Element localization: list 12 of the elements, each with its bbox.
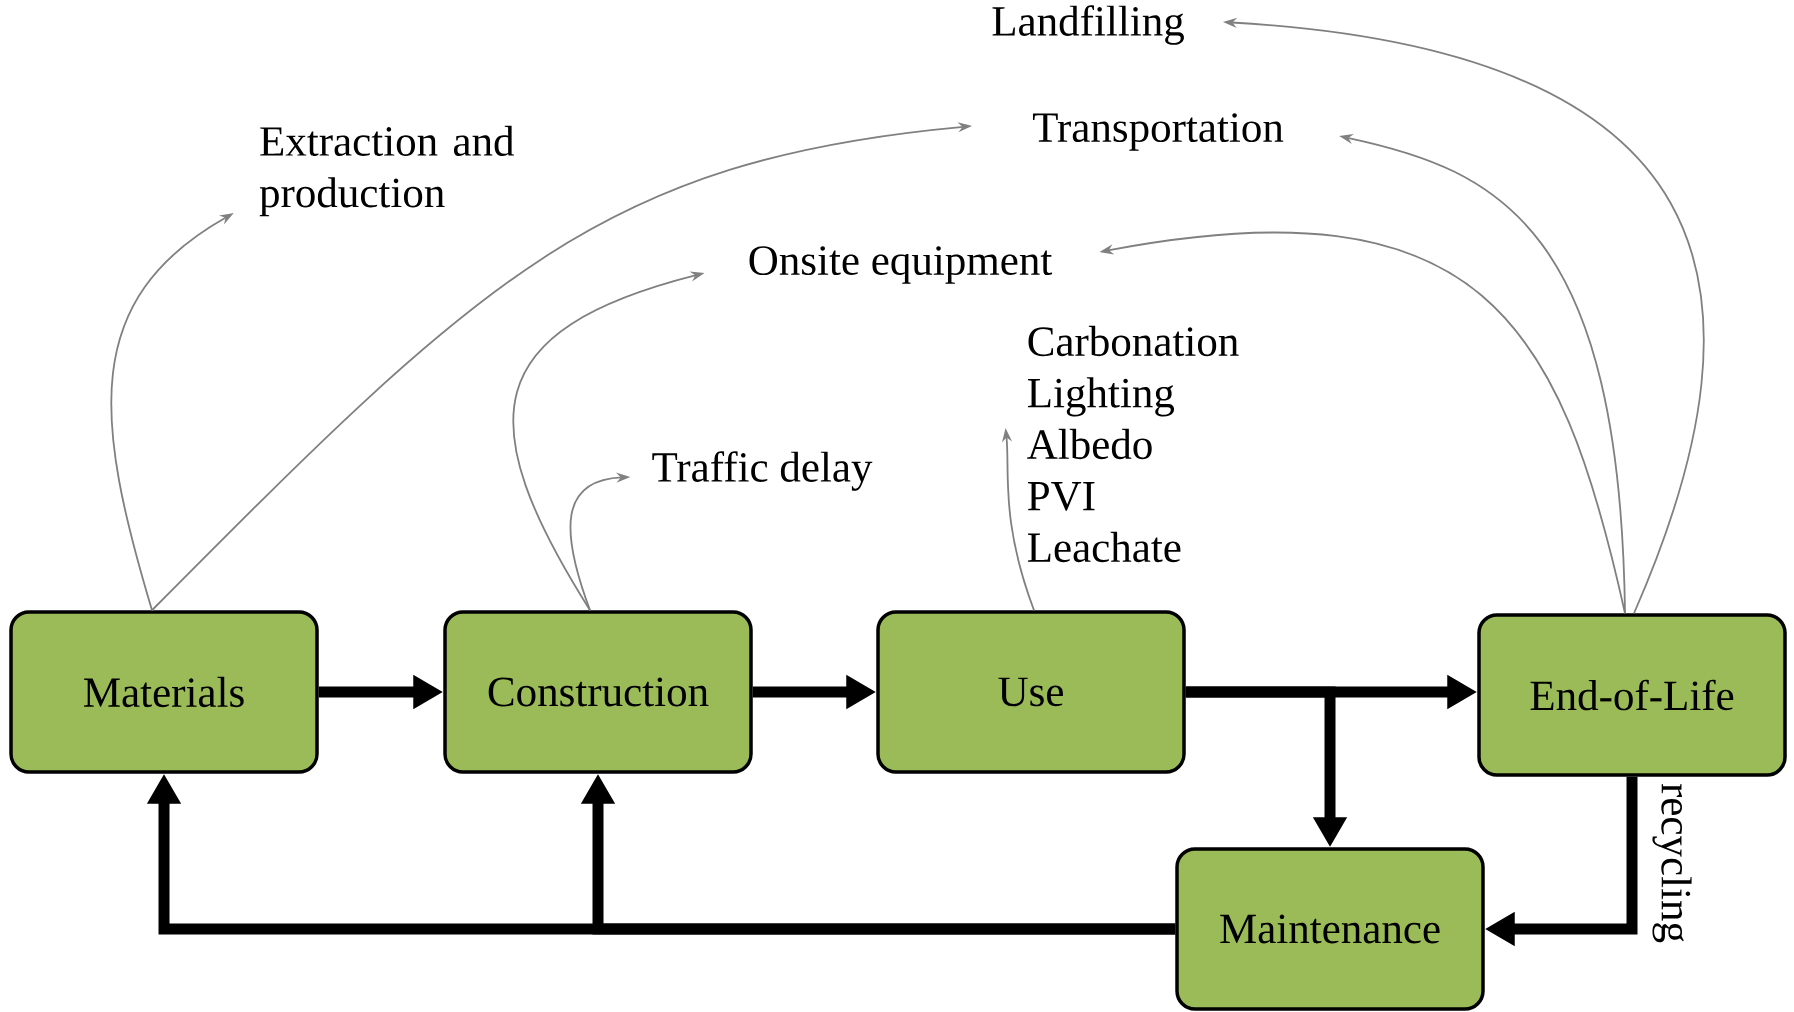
process-box: Maintenance (1175, 847, 1485, 1011)
text-label: Extraction and production (259, 125, 515, 217)
process-box: End-of-Life (1477, 613, 1787, 777)
text-label: Carbonation Lighting Albedo PVI Leachate (1027, 325, 1239, 563)
text-label: Traffic delay (652, 451, 873, 491)
process-box: Use (876, 610, 1186, 774)
text-label: Landfilling (992, 5, 1184, 45)
text-label: Transportation (1033, 113, 1284, 151)
edge-label: recycling (1650, 781, 1694, 945)
text-label: Onsite equipment (749, 246, 1053, 284)
process-box: Construction (443, 610, 753, 774)
process-box: Materials (9, 610, 319, 774)
